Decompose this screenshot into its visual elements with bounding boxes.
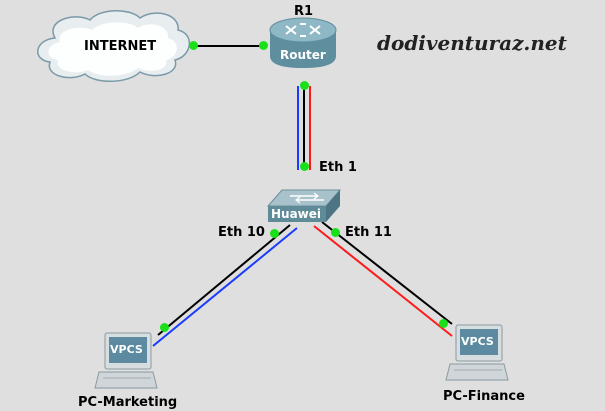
pc-marketing-port-indicator bbox=[160, 323, 169, 332]
pc-marketing-icon[interactable] bbox=[94, 332, 158, 389]
internet-cloud-icon[interactable] bbox=[37, 10, 190, 82]
internet-label: INTERNET bbox=[84, 39, 157, 54]
vlan-finance-access bbox=[313, 225, 453, 337]
switch-icon[interactable] bbox=[266, 189, 342, 222]
interface-label-eth11: Eth 11 bbox=[345, 225, 392, 240]
switch-icon-text: Huawei bbox=[271, 207, 322, 221]
router-wan-port-indicator bbox=[259, 41, 268, 50]
switch-eth11-port-indicator bbox=[331, 228, 340, 237]
pc-finance-name-label: PC-Finance bbox=[443, 389, 525, 404]
vlan-marketing-access bbox=[152, 227, 298, 347]
switch-eth10-port-indicator bbox=[270, 229, 279, 238]
router-lan-port-indicator bbox=[300, 81, 309, 90]
site-watermark: dodiventuraz.net bbox=[377, 31, 567, 55]
pc-finance-port-indicator bbox=[439, 319, 448, 328]
link-switch-marketing[interactable] bbox=[157, 224, 291, 336]
pc-marketing-name-label: PC-Marketing bbox=[78, 395, 178, 410]
router-icon-text: Router bbox=[280, 48, 326, 62]
internet-port-indicator bbox=[189, 41, 198, 50]
interface-label-eth1: Eth 1 bbox=[319, 160, 357, 175]
link-switch-finance[interactable] bbox=[321, 221, 453, 325]
switch-eth1-port-indicator bbox=[300, 162, 309, 171]
router-name-label: R1 bbox=[294, 4, 314, 19]
pc-marketing-icon-text: VPCS bbox=[110, 343, 143, 356]
router-icon[interactable] bbox=[269, 17, 337, 68]
interface-label-eth10: Eth 10 bbox=[218, 225, 265, 240]
pc-finance-icon-text: VPCS bbox=[461, 335, 494, 348]
pc-finance-icon[interactable] bbox=[445, 324, 509, 381]
